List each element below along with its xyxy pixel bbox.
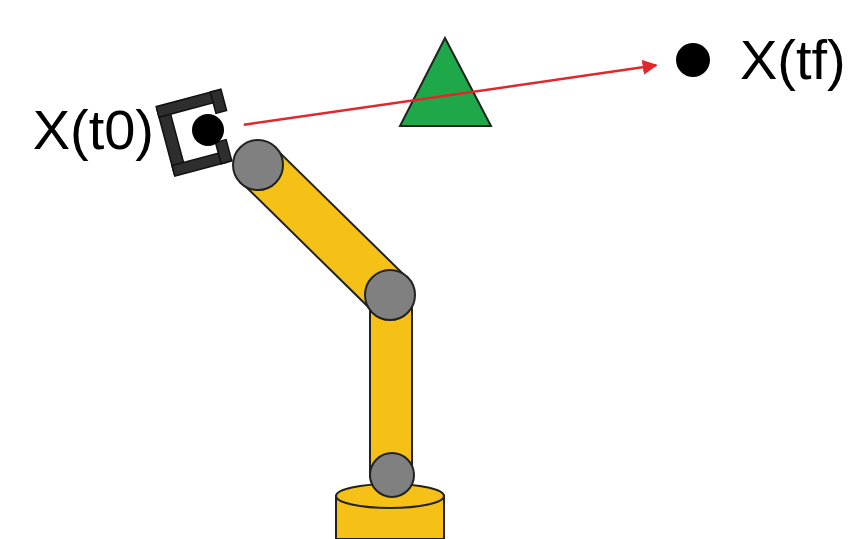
point-marker: X(tf)	[676, 29, 846, 91]
obstacle-triangle	[400, 38, 491, 126]
gripper	[156, 89, 239, 176]
motion-arrow	[244, 65, 656, 125]
base-joint	[370, 453, 414, 497]
elbow-joint	[365, 270, 415, 320]
lower-link	[370, 295, 412, 477]
point-dot	[192, 114, 224, 146]
point-label: X(t0)	[33, 99, 154, 161]
point-marker: X(t0)	[33, 99, 224, 161]
point-label: X(tf)	[740, 29, 846, 91]
point-dot	[676, 43, 710, 77]
wrist-joint	[233, 140, 283, 190]
